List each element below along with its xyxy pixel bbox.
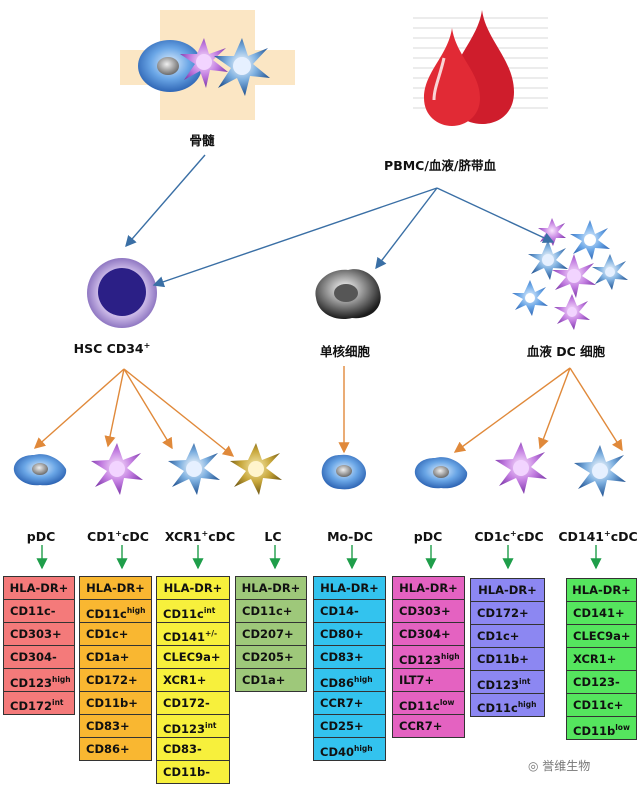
column-title-blood-pdc: pDC	[413, 529, 443, 544]
marker-cell: CD25+	[313, 714, 386, 738]
marker-cell: CLEC9a+	[156, 645, 230, 669]
column-title-xcr1-cdc: XCR1+cDC	[164, 529, 236, 545]
marker-cell: CD123-	[566, 670, 637, 694]
marker-cell: CD205+	[235, 645, 307, 669]
column-title-cd1c-cdc: CD1c+cDC	[474, 529, 544, 545]
marker-cell: CCR7+	[313, 691, 386, 715]
marker-cell: CD14-	[313, 599, 386, 623]
marker-cell: CD1c+	[79, 622, 152, 646]
marker-cell: CD83-	[156, 737, 230, 761]
marker-cell: CD303+	[3, 622, 75, 646]
marker-cell: CD141+/-	[156, 622, 230, 646]
marker-cell: CD207+	[235, 622, 307, 646]
column-title-pdc: pDC	[26, 529, 56, 544]
lc-cell-illustration	[230, 443, 282, 495]
marker-cell: CD1a+	[79, 645, 152, 669]
wechat-icon: ◎	[528, 759, 543, 773]
blood-pdc-cell-illustration	[414, 457, 468, 489]
marker-arrows	[36, 545, 602, 570]
marker-cell: CD11c-	[3, 599, 75, 623]
marker-cell: CD123high	[3, 668, 75, 692]
marker-cell: CD1c+	[470, 624, 545, 648]
marker-cell: CD83+	[313, 645, 386, 669]
marker-cell: CD11b+	[470, 647, 545, 671]
cd1-cdc-cell-illustration	[91, 443, 143, 495]
marker-cell: HLA-DR+	[3, 576, 75, 600]
pdc-cell-illustration	[13, 454, 67, 486]
marker-cell: ILT7+	[392, 668, 465, 692]
marker-cell: CD304+	[392, 622, 465, 646]
blood-dc-label: 血液 DC 细胞	[526, 344, 606, 359]
column-title-mo-dc: Mo-DC	[327, 529, 373, 544]
marker-cell: CD172+	[470, 601, 545, 625]
marker-cell: CD123int	[156, 714, 230, 738]
marker-cell: CD172-	[156, 691, 230, 715]
marker-cell: CD86+	[79, 737, 152, 761]
cd1c-cdc-cell-illustration	[495, 442, 547, 494]
marker-cell: CD86high	[313, 668, 386, 692]
marker-cell: HLA-DR+	[313, 576, 386, 600]
marker-cell: HLA-DR+	[470, 578, 545, 602]
marker-cell: CD11b+	[79, 691, 152, 715]
marker-cell: CD123int	[470, 670, 545, 694]
bone-marrow-label: 骨髓	[189, 133, 215, 148]
marker-cell: CD123high	[392, 645, 465, 669]
marker-cell: HLA-DR+	[235, 576, 307, 600]
marker-cell: CD40high	[313, 737, 386, 761]
marker-cell: CD304-	[3, 645, 75, 669]
hsc-cell-illustration	[87, 258, 157, 328]
column-title-cd141-cdc: CD141+cDC	[558, 529, 638, 545]
blood-source-label: PBMC/血液/脐带血	[384, 158, 496, 173]
marker-cell: CD83+	[79, 714, 152, 738]
watermark: ◎ 誉维生物	[528, 759, 591, 773]
marker-cell: CD11blow	[566, 716, 637, 740]
marker-cell: CD11c+	[566, 693, 637, 717]
marker-cell: HLA-DR+	[392, 576, 465, 600]
marker-cell: XCR1+	[156, 668, 230, 692]
source-arrows	[125, 154, 555, 288]
marker-cell: HLA-DR+	[156, 576, 230, 600]
monocyte-cell-illustration	[315, 269, 381, 320]
marker-cell: CCR7+	[392, 714, 465, 738]
marker-cell: CD172+	[79, 668, 152, 692]
marker-list-cd141-cdc: HLA-DR+CD141+CLEC9a+XCR1+CD123-CD11c+CD1…	[566, 578, 637, 740]
xcr1-cdc-cell-illustration	[168, 443, 220, 495]
differentiation-arrows	[33, 366, 623, 457]
marker-cell: XCR1+	[566, 647, 637, 671]
monocyte-label: 单核细胞	[319, 344, 371, 359]
marker-cell: CD11cint	[156, 599, 230, 623]
marker-cell: CD11clow	[392, 691, 465, 715]
bone-marrow-illustration	[120, 10, 295, 120]
column-title-lc: LC	[264, 529, 282, 544]
marker-cell: CD11c+	[235, 599, 307, 623]
marker-cell: CD11chigh	[470, 693, 545, 717]
marker-cell: HLA-DR+	[79, 576, 152, 600]
marker-cell: CD303+	[392, 599, 465, 623]
cd141-cdc-cell-illustration	[574, 445, 626, 497]
marker-cell: HLA-DR+	[566, 578, 637, 602]
blood-dc-cluster-illustration	[512, 218, 628, 330]
marker-cell: CD80+	[313, 622, 386, 646]
marker-cell: CLEC9a+	[566, 624, 637, 648]
column-title-cd1-cdc: CD1+cDC	[87, 529, 149, 545]
marker-cell: CD11chigh	[79, 599, 152, 623]
mo-dc-cell-illustration	[321, 454, 366, 490]
marker-cell: CD141+	[566, 601, 637, 625]
marker-list-lc: HLA-DR+CD11c+CD207+CD205+CD1a+	[235, 576, 307, 692]
marker-cell: CD11b-	[156, 760, 230, 784]
marker-cell: CD172int	[3, 691, 75, 715]
marker-cell: CD1a+	[235, 668, 307, 692]
hsc-label: HSC CD34+	[73, 341, 151, 357]
blood-drops-illustration	[413, 6, 548, 126]
